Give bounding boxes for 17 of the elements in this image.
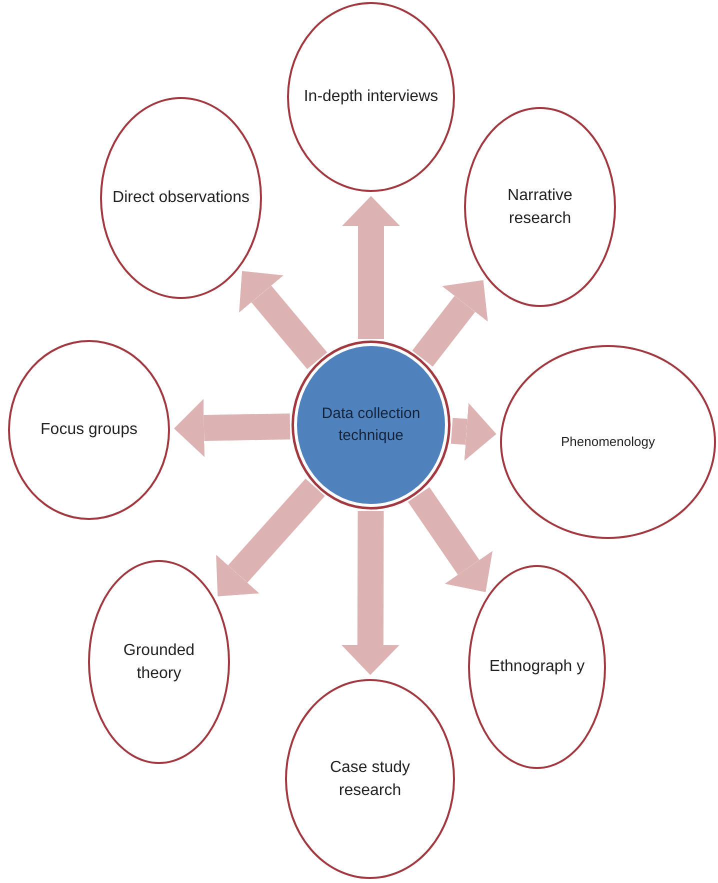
node-label: Case study research (328, 758, 412, 801)
block-arrow (341, 511, 400, 675)
block-arrow (408, 487, 493, 592)
block-arrow (174, 398, 290, 457)
node-label: Direct observations (112, 188, 250, 208)
node-label: Data collection technique (320, 404, 422, 446)
block-arrow (450, 402, 496, 461)
node-label: Focus groups (40, 420, 138, 440)
node-label: Narrative research (506, 186, 574, 229)
block-arrow (216, 478, 325, 596)
node-label: Grounded theory (122, 640, 196, 684)
block-arrow (239, 270, 328, 370)
node-label: In-depth interviews (304, 87, 438, 108)
node-label: Phenomenology (561, 432, 655, 451)
block-arrow (342, 196, 400, 339)
block-arrow (412, 280, 488, 367)
node-label: Ethnograph y (489, 657, 585, 678)
